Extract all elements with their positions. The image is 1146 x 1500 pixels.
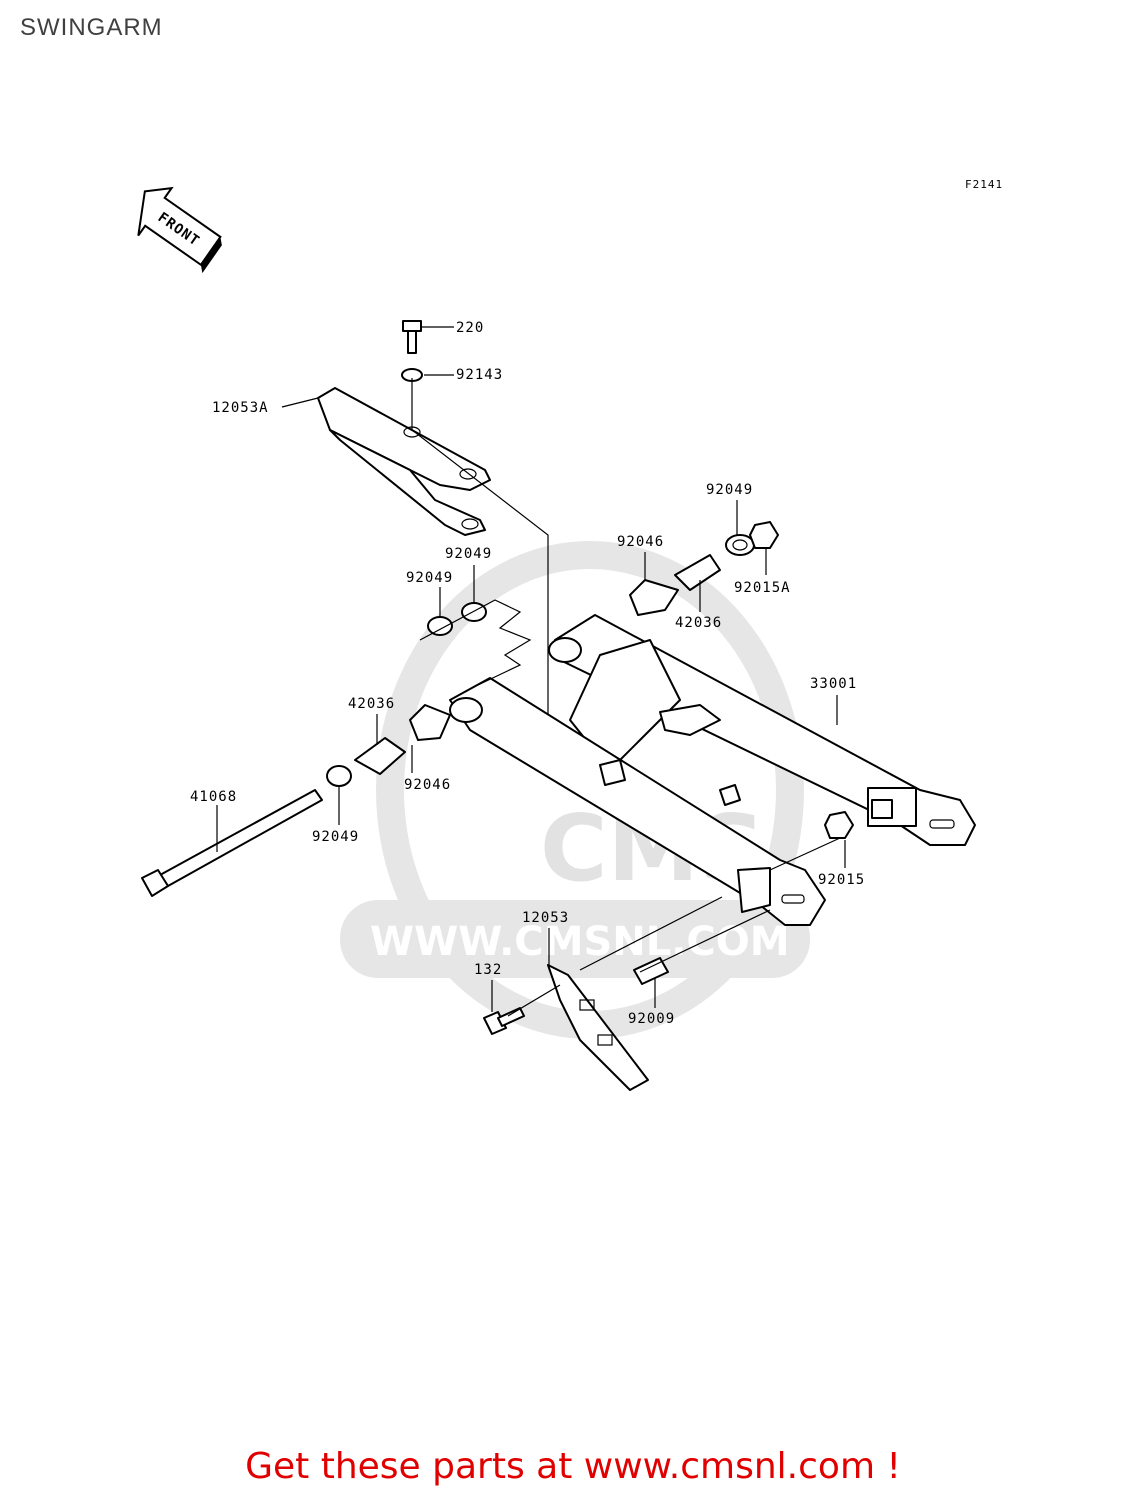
- leader-lines: [216, 326, 846, 1012]
- callout-33001: 33001: [810, 676, 857, 692]
- callout-132: 132: [474, 962, 502, 978]
- callout-92009: 92009: [628, 1011, 675, 1027]
- callout-12053A: 12053A: [212, 400, 269, 416]
- swingarm-diagram: CMS WWW.CMSNL.COM FRONT: [137, 186, 976, 1091]
- callout-92049-mid-a: 92049: [406, 570, 453, 586]
- front-arrow-icon: FRONT: [137, 186, 222, 274]
- swingarm-body: [449, 614, 976, 926]
- callout-220: 220: [456, 320, 484, 336]
- stud-92009: [633, 957, 669, 985]
- assembly-guide-lines: [411, 378, 841, 1017]
- footer-link-text[interactable]: Get these parts at www.cmsnl.com !: [245, 1446, 901, 1487]
- callout-92143: 92143: [456, 367, 503, 383]
- pivot-parts-left: [326, 704, 451, 787]
- callout-42036-top: 42036: [675, 615, 722, 631]
- bolt-220: [402, 320, 422, 354]
- callout-42036-left: 42036: [348, 696, 395, 712]
- callout-12053: 12053: [522, 910, 569, 926]
- chain-slider-top: [317, 387, 491, 536]
- pivot-shaft-41068: [141, 789, 323, 897]
- callout-41068: 41068: [190, 789, 237, 805]
- watermark-url-text: WWW.CMSNL.COM: [370, 919, 790, 965]
- callout-92049-top-right: 92049: [706, 482, 753, 498]
- page-title: SWINGARM: [20, 14, 163, 41]
- chain-guide-lower: [547, 964, 649, 1091]
- callout-92049-left: 92049: [312, 829, 359, 845]
- bolt-132: [483, 1007, 525, 1035]
- pivot-parts-right: [629, 521, 779, 616]
- callout-92046-top: 92046: [617, 534, 664, 550]
- nut-92015: [824, 811, 854, 839]
- callout-92046-left: 92046: [404, 777, 451, 793]
- callout-labels: 220 92143 12053A 92049 92046 92015A 4203…: [190, 320, 865, 1027]
- callout-92015: 92015: [818, 872, 865, 888]
- callout-92015A: 92015A: [734, 580, 791, 596]
- figure-code: F2141: [965, 178, 1004, 191]
- callout-92049-mid-b: 92049: [445, 546, 492, 562]
